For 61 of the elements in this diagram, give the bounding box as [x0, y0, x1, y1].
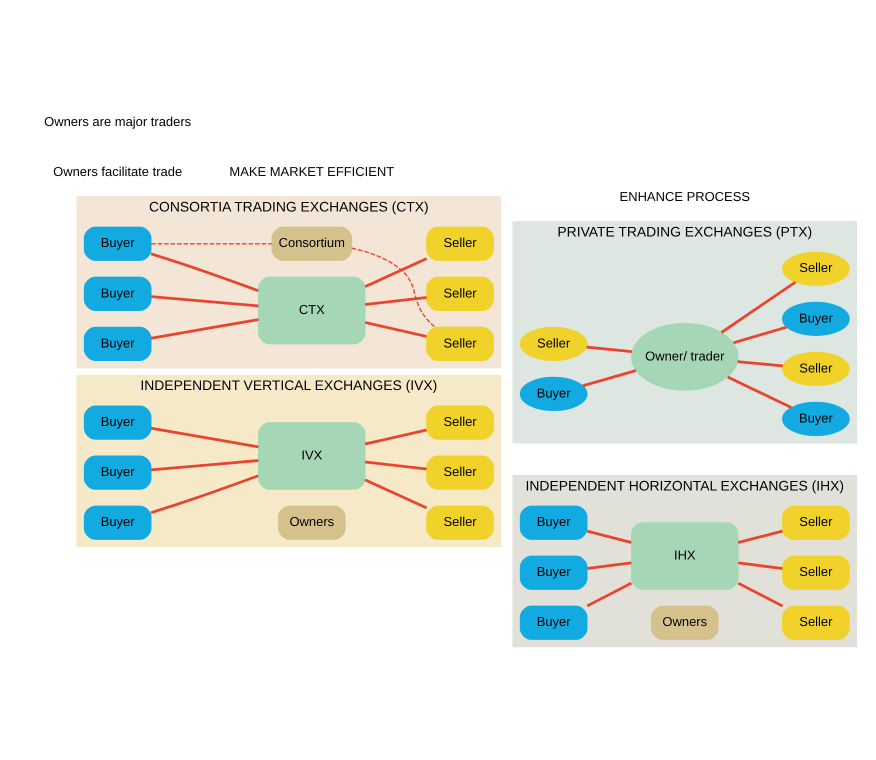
- node-box: Buyer: [84, 405, 152, 440]
- node-ellipse: Seller: [782, 252, 850, 286]
- connector: [151, 459, 259, 472]
- node-ellipse: Seller: [782, 352, 850, 386]
- connector: [365, 296, 427, 306]
- node-box: Seller: [782, 606, 850, 640]
- connector: [727, 376, 792, 409]
- node-box: Seller: [782, 506, 850, 540]
- node-ellipse: Owner/ trader: [631, 323, 739, 391]
- node-ellipse: Seller: [520, 326, 588, 361]
- connector: [586, 530, 632, 544]
- node-box: IHX: [631, 522, 739, 590]
- node-ellipse: Buyer: [782, 302, 850, 336]
- node-box: Seller: [426, 326, 494, 361]
- connector: [151, 295, 259, 308]
- connector: [587, 561, 632, 570]
- connector: [582, 369, 636, 388]
- connector: [364, 478, 428, 510]
- connector: [733, 326, 787, 344]
- label: MAKE MARKET EFFICIENT: [229, 164, 394, 179]
- node-box: Buyer: [520, 556, 588, 590]
- connector: [150, 252, 259, 292]
- connector: [365, 460, 427, 470]
- node-box: Buyer: [84, 506, 152, 540]
- label: Owners facilitate trade: [53, 164, 182, 179]
- node-box: Seller: [426, 456, 494, 490]
- node-box: Owners: [650, 606, 719, 640]
- label: ENHANCE PROCESS: [620, 188, 750, 204]
- node-box: Buyer: [84, 326, 152, 361]
- connector: [738, 530, 783, 544]
- node-box: Buyer: [520, 606, 588, 640]
- connector: [352, 248, 436, 328]
- node-box: CTX: [258, 276, 366, 344]
- connector: [586, 346, 632, 353]
- node-box: Buyer: [84, 456, 152, 490]
- node-box: Seller: [426, 226, 494, 261]
- node-box: Buyer: [84, 276, 152, 311]
- node-box: Consortium: [271, 226, 352, 261]
- connector: [586, 582, 632, 608]
- node-box: Seller: [782, 556, 850, 590]
- node-ellipse: Buyer: [520, 376, 588, 412]
- label: Owners are major traders: [44, 114, 192, 129]
- node-ellipse: Buyer: [782, 402, 850, 436]
- node-box: Owners: [278, 506, 346, 540]
- node-box: Buyer: [520, 506, 588, 540]
- connector: [738, 561, 783, 570]
- connector: [364, 321, 427, 338]
- connector: [738, 582, 784, 608]
- connector: [150, 318, 259, 340]
- node-box: IVX: [258, 422, 366, 490]
- connector: [364, 428, 427, 446]
- connector: [720, 280, 796, 334]
- node-box: Seller: [426, 405, 494, 440]
- connector: [150, 426, 259, 448]
- connector: [150, 474, 259, 514]
- connector: [737, 360, 783, 368]
- node-box: Seller: [426, 506, 494, 540]
- node-box: Buyer: [84, 226, 152, 261]
- node-box: Seller: [426, 276, 494, 311]
- connector: [364, 257, 428, 288]
- connector: [151, 243, 272, 244]
